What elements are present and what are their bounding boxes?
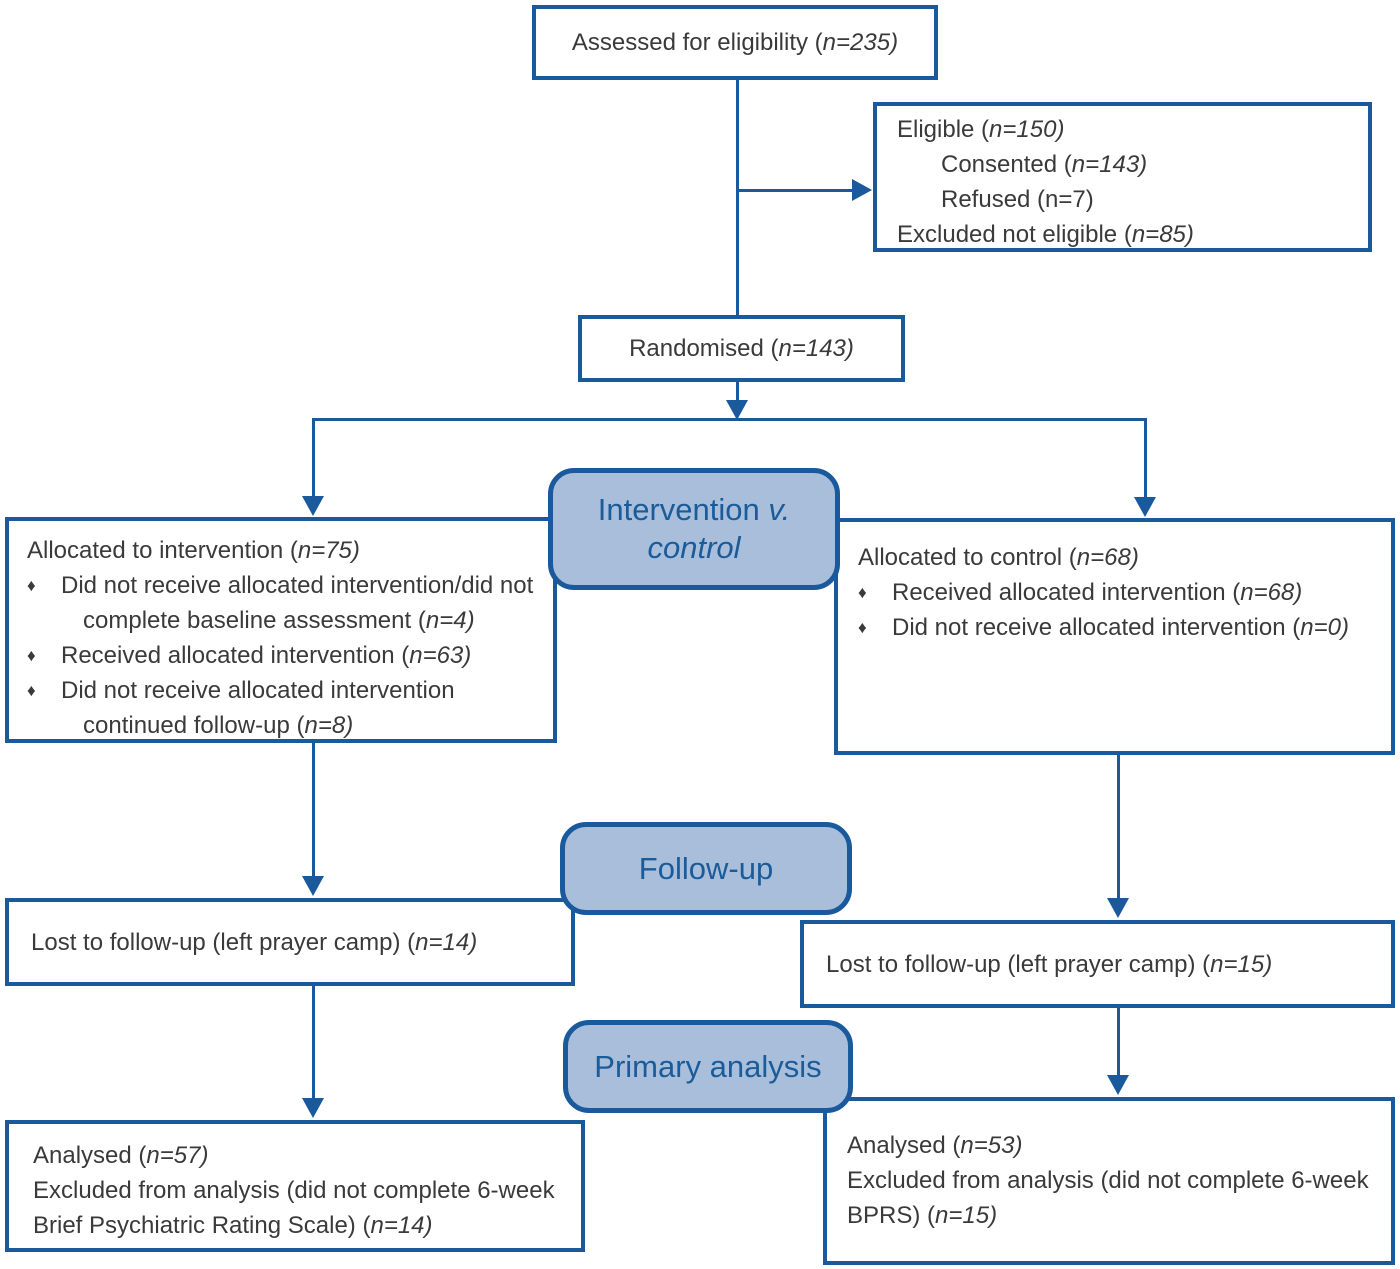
diamond-bullet-icon: ♦ (27, 681, 36, 700)
connector-control-to-followup (1117, 753, 1120, 900)
diamond-bullet-icon: ♦ (27, 646, 36, 665)
connector-control-to-analysis (1117, 1006, 1120, 1077)
connector-to-eligibility (736, 189, 854, 192)
stage-primary-analysis: Primary analysis (563, 1020, 853, 1113)
arrowhead-to-allocation-intervention (302, 496, 324, 516)
allocation-intervention-title: Allocated to intervention (n=75) (27, 537, 360, 564)
arrowhead-to-eligibility (852, 179, 872, 201)
arrowhead-to-allocation-control (1134, 497, 1156, 517)
diamond-bullet-icon: ♦ (27, 576, 36, 595)
stage-primary-analysis-label: Primary analysis (594, 1048, 822, 1084)
analysed-control-count: Analysed (n=53) (847, 1132, 1023, 1159)
arrowhead-to-analysed-control (1107, 1075, 1129, 1095)
stage-follow-up-label: Follow-up (638, 850, 774, 886)
diamond-bullet-icon: ♦ (858, 583, 867, 602)
connector-branch-left (312, 418, 315, 498)
bullet-item: ♦ Did not receive allocated intervention… (27, 568, 543, 638)
allocation-intervention-bullets: ♦ Did not receive allocated intervention… (27, 568, 543, 743)
randomised-text: Randomised (n=143) (629, 335, 854, 362)
analysed-intervention-box: Analysed (n=57) Excluded from analysis (… (5, 1120, 585, 1252)
arrowhead-to-lost-intervention (302, 876, 324, 896)
lost-control-box: Lost to follow-up (left prayer camp) (n=… (800, 920, 1395, 1008)
connector-branch (312, 418, 1147, 421)
eligible-line: Eligible (n=150) (897, 116, 1065, 143)
analysed-intervention-excluded: Excluded from analysis (did not complete… (33, 1177, 555, 1239)
stage-follow-up: Follow-up (560, 822, 852, 915)
connector-intervention-to-analysis (312, 984, 315, 1100)
analysed-intervention-count: Analysed (n=57) (33, 1142, 209, 1169)
stage-allocation-label: Intervention v. control (597, 492, 791, 565)
diamond-bullet-icon: ♦ (858, 618, 867, 637)
excluded-line: Excluded not eligible (n=85) (897, 221, 1194, 248)
refused-line: Refused (n=7) (941, 186, 1094, 213)
lost-intervention-box: Lost to follow-up (left prayer camp) (n=… (5, 898, 575, 986)
connector-assessed-to-randomised (736, 80, 739, 315)
arrowhead-to-lost-control (1107, 898, 1129, 918)
arrowhead-randomised-down (726, 400, 748, 420)
allocation-intervention-box: Allocated to intervention (n=75) ♦ Did n… (5, 517, 557, 743)
analysed-control-excluded: Excluded from analysis (did not complete… (847, 1167, 1369, 1229)
analysed-control-box: Analysed (n=53) Excluded from analysis (… (823, 1097, 1395, 1265)
consented-line: Consented (n=143) (941, 151, 1148, 178)
lost-control-text: Lost to follow-up (left prayer camp) (n=… (826, 951, 1273, 978)
randomised-box: Randomised (n=143) (578, 315, 905, 382)
bullet-item: ♦ Did not receive allocated intervention… (27, 673, 543, 743)
assessed-text: Assessed for eligibility (n=235) (571, 29, 899, 56)
connector-intervention-to-followup (312, 741, 315, 878)
lost-intervention-text: Lost to follow-up (left prayer camp) (n=… (31, 929, 478, 956)
connector-randomised-down (736, 382, 739, 402)
eligibility-outcome-box: Eligible (n=150) Consented (n=143) Refus… (873, 102, 1372, 252)
allocation-control-box: Allocated to control (n=68) ♦ Received a… (834, 518, 1395, 755)
bullet-item: ♦ Did not receive allocated intervention… (858, 610, 1381, 645)
arrowhead-to-analysed-intervention (302, 1098, 324, 1118)
bullet-item: ♦ Received allocated intervention (n=63) (27, 638, 543, 673)
stage-allocation: Intervention v. control (548, 468, 840, 590)
assessed-box: Assessed for eligibility (n=235) (532, 5, 938, 80)
connector-branch-right (1144, 418, 1147, 499)
allocation-control-bullets: ♦ Received allocated intervention (n=68)… (858, 575, 1381, 645)
allocation-control-title: Allocated to control (n=68) (858, 544, 1139, 571)
bullet-item: ♦ Received allocated intervention (n=68) (858, 575, 1381, 610)
